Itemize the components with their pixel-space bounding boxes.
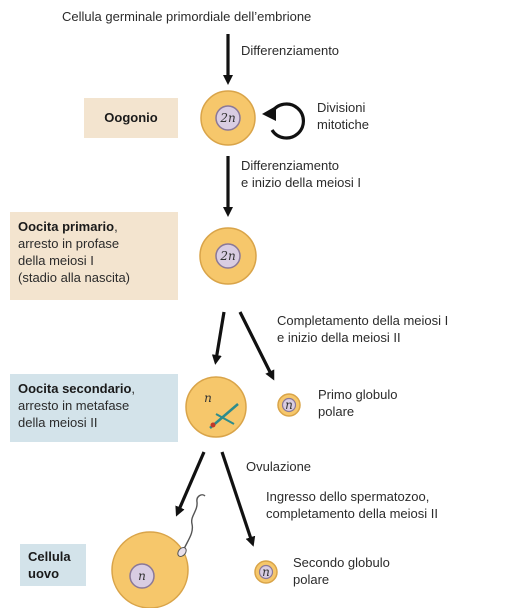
oocita-secondario-box: Oocita secondario, arresto in metafase d…	[10, 374, 178, 442]
oocita-primario-box: Oocita primario, arresto in profase dell…	[10, 212, 178, 300]
secondo-globulo-nucleus	[258, 564, 274, 580]
spermatozoon	[183, 494, 206, 550]
oocita-primario-title: Oocita primario	[18, 219, 115, 234]
ovulazione-label: Ovulazione	[246, 459, 312, 474]
arrow-4a	[175, 451, 206, 517]
oocita-secondario-title: Oocita secondario	[18, 381, 132, 396]
arrow-3b	[238, 311, 275, 381]
oocita-primario-ploidy: 2n	[219, 249, 235, 263]
circular-arrow-icon	[270, 102, 306, 140]
oocita-primario-nucleus	[215, 243, 241, 269]
arrow-4b	[220, 451, 256, 547]
cellula-uovo-nucleus	[129, 563, 155, 589]
primo-globulo-ploidy: n	[285, 398, 293, 412]
step-differenziamento: Differenziamento	[241, 43, 340, 58]
oogonio-label: Oogonio	[104, 110, 158, 125]
oogonio-ploidy: 2n	[219, 111, 235, 125]
primo-globulo-nucleus	[281, 397, 297, 413]
oogonio-nucleus	[215, 105, 241, 131]
oocita-secondario-cell	[185, 376, 247, 438]
arrow-3a	[211, 311, 226, 365]
diagram-title: Cellula germinale primordiale dell’embri…	[62, 9, 312, 24]
cellula-uovo-box: Cellula uovo	[20, 544, 86, 586]
oogonio-box: Oogonio	[84, 98, 178, 138]
step-ingresso-spermatozoo: Ingresso dello spermatozoo, completament…	[266, 489, 438, 521]
secondo-globulo-label: Secondo globulo polare	[293, 555, 390, 587]
secondo-globulo-ploidy: n	[262, 565, 270, 579]
step-differenziamento-meiosi: Differenziamento e inizio della meiosi I	[241, 158, 361, 190]
oocita-secondario-ploidy: n	[204, 391, 212, 405]
primo-globulo-label: Primo globulo polare	[318, 387, 398, 419]
step-completamento-meiosi-i: Completamento della meiosi I e inizio de…	[277, 313, 449, 345]
divisioni-mitotiche: Divisioni mitotiche	[317, 100, 370, 132]
cellula-uovo-ploidy: n	[138, 569, 146, 583]
